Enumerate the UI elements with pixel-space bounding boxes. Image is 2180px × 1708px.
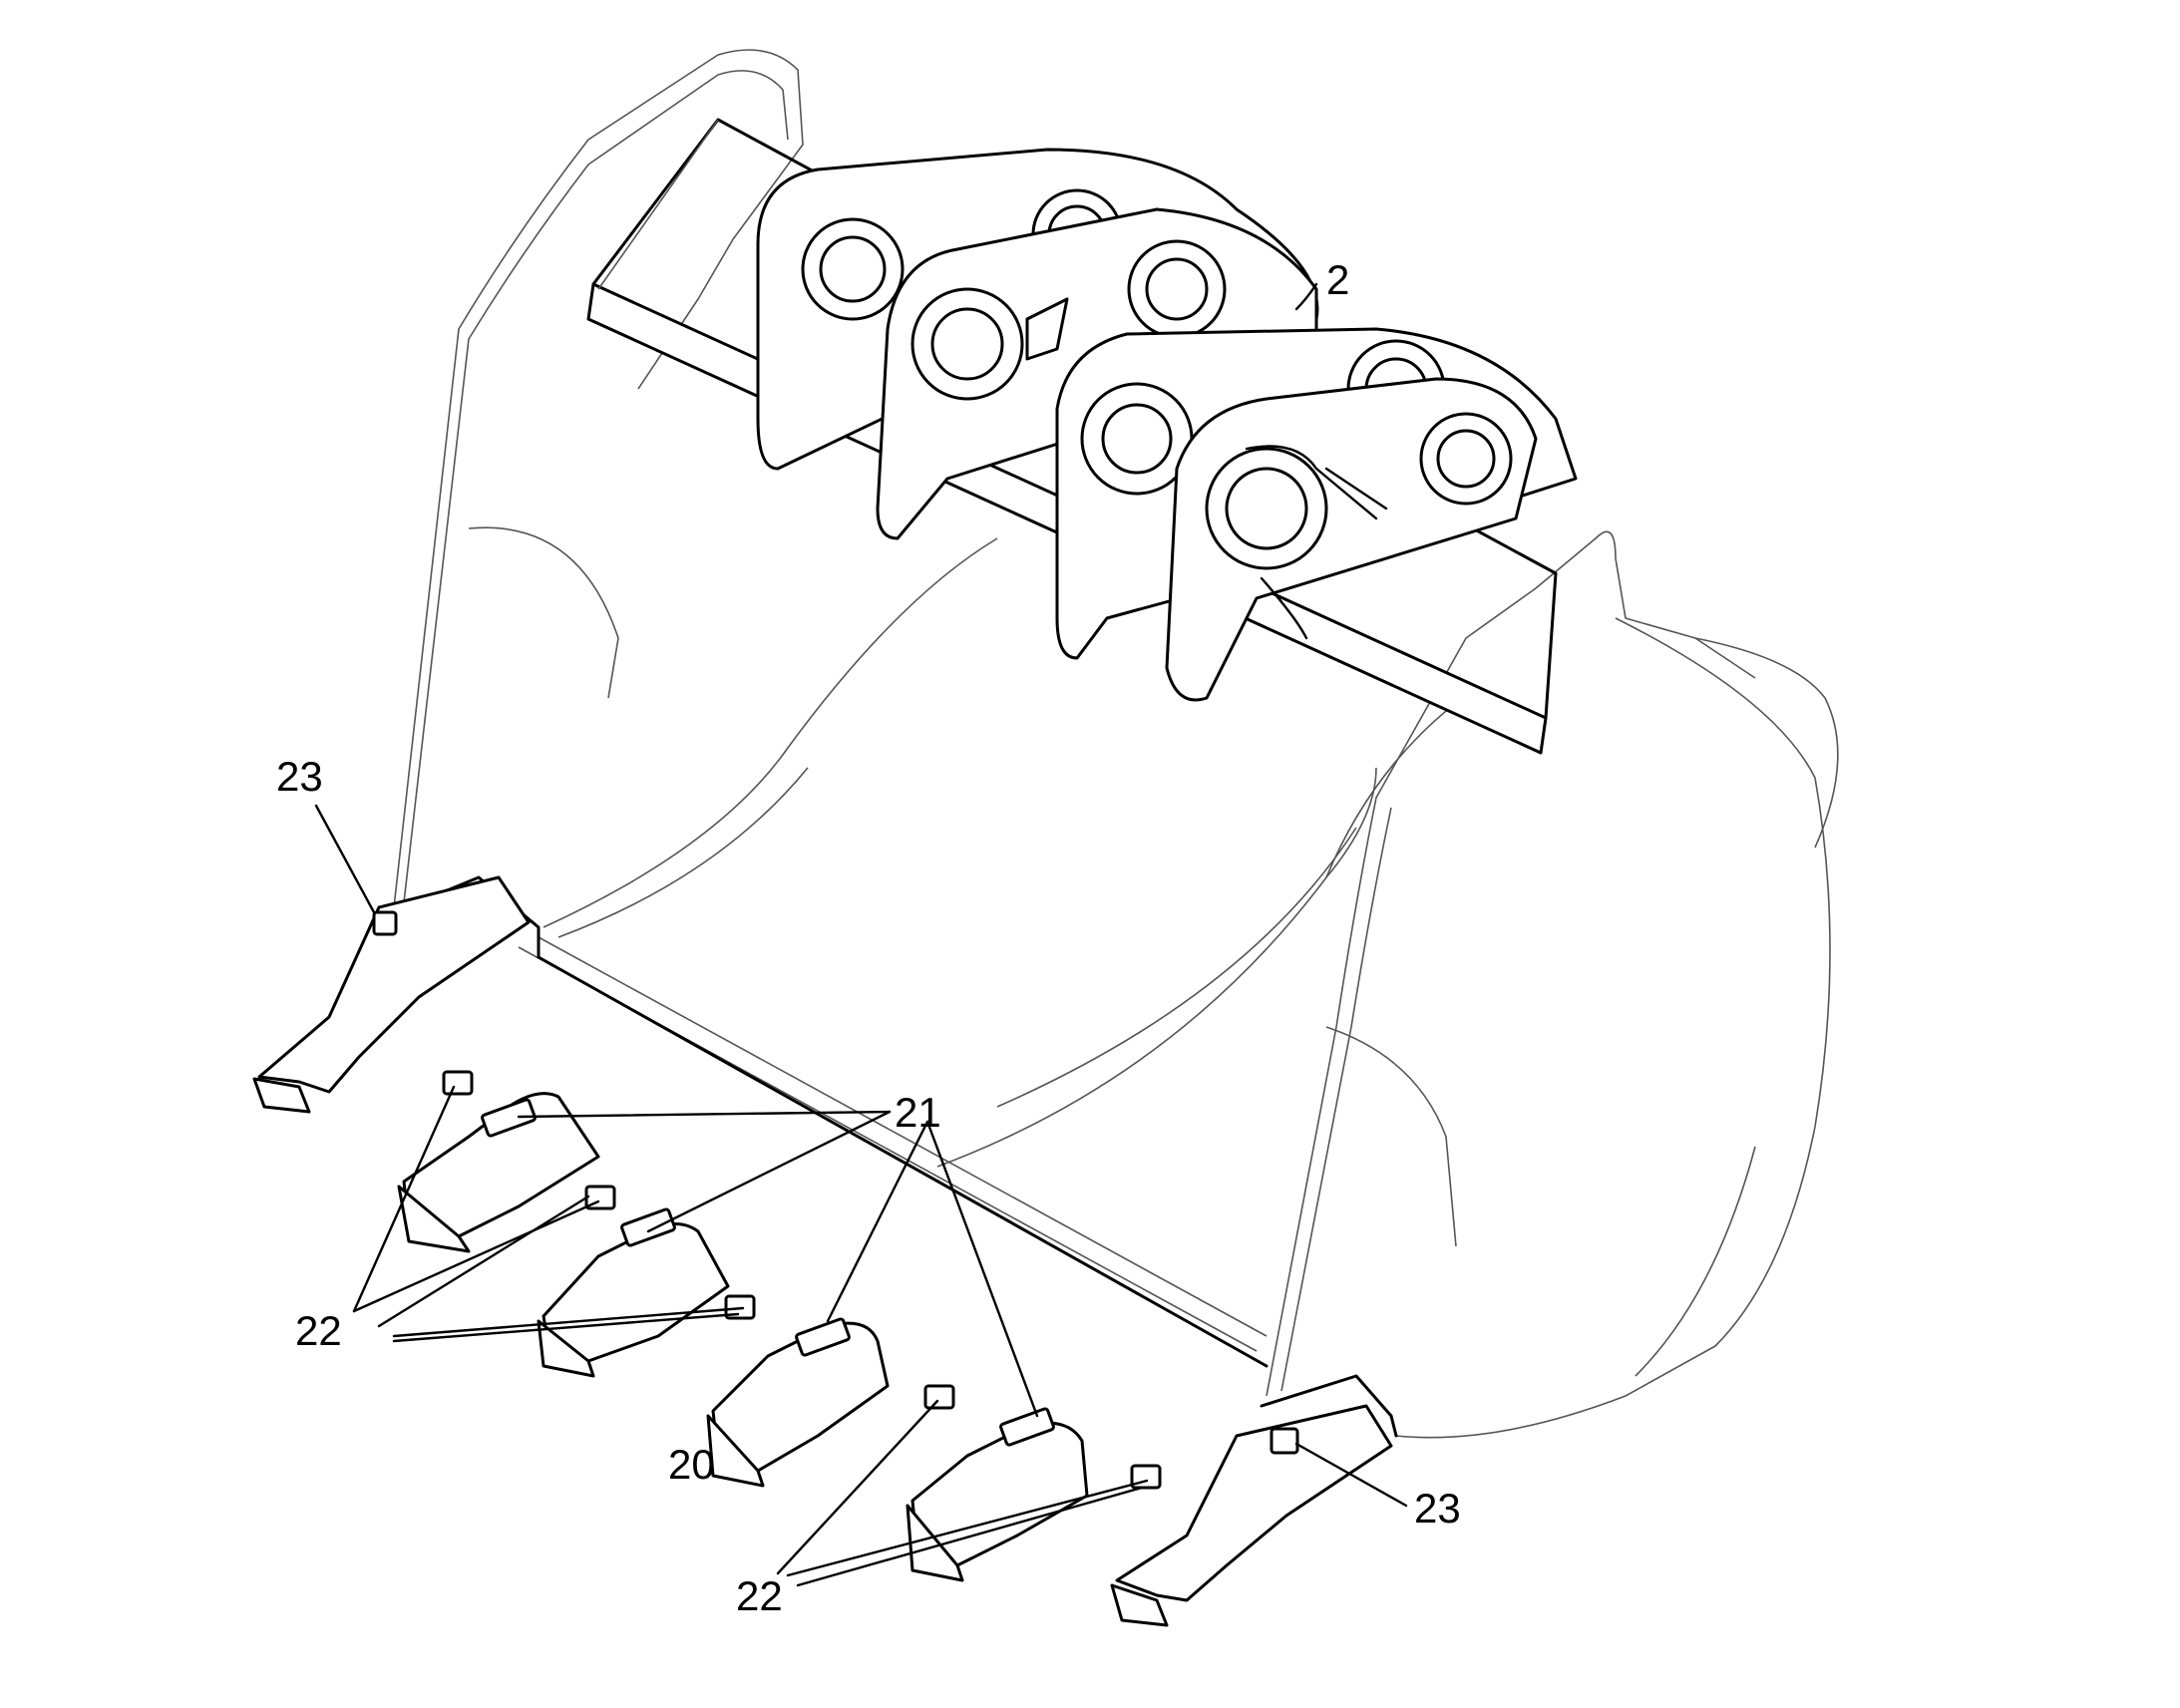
callout-22-bottom: 22 (736, 1572, 783, 1619)
teeth (252, 875, 1393, 1627)
hinge-brackets (756, 148, 1578, 702)
callout-21: 21 (895, 1089, 941, 1136)
callout-20: 20 (668, 1441, 715, 1488)
leader-lines (314, 282, 1408, 1587)
callout-22-left: 22 (295, 1307, 342, 1354)
callout-2: 2 (1326, 256, 1350, 303)
callout-23-left: 23 (276, 753, 323, 800)
callout-23-right: 23 (1414, 1485, 1461, 1532)
